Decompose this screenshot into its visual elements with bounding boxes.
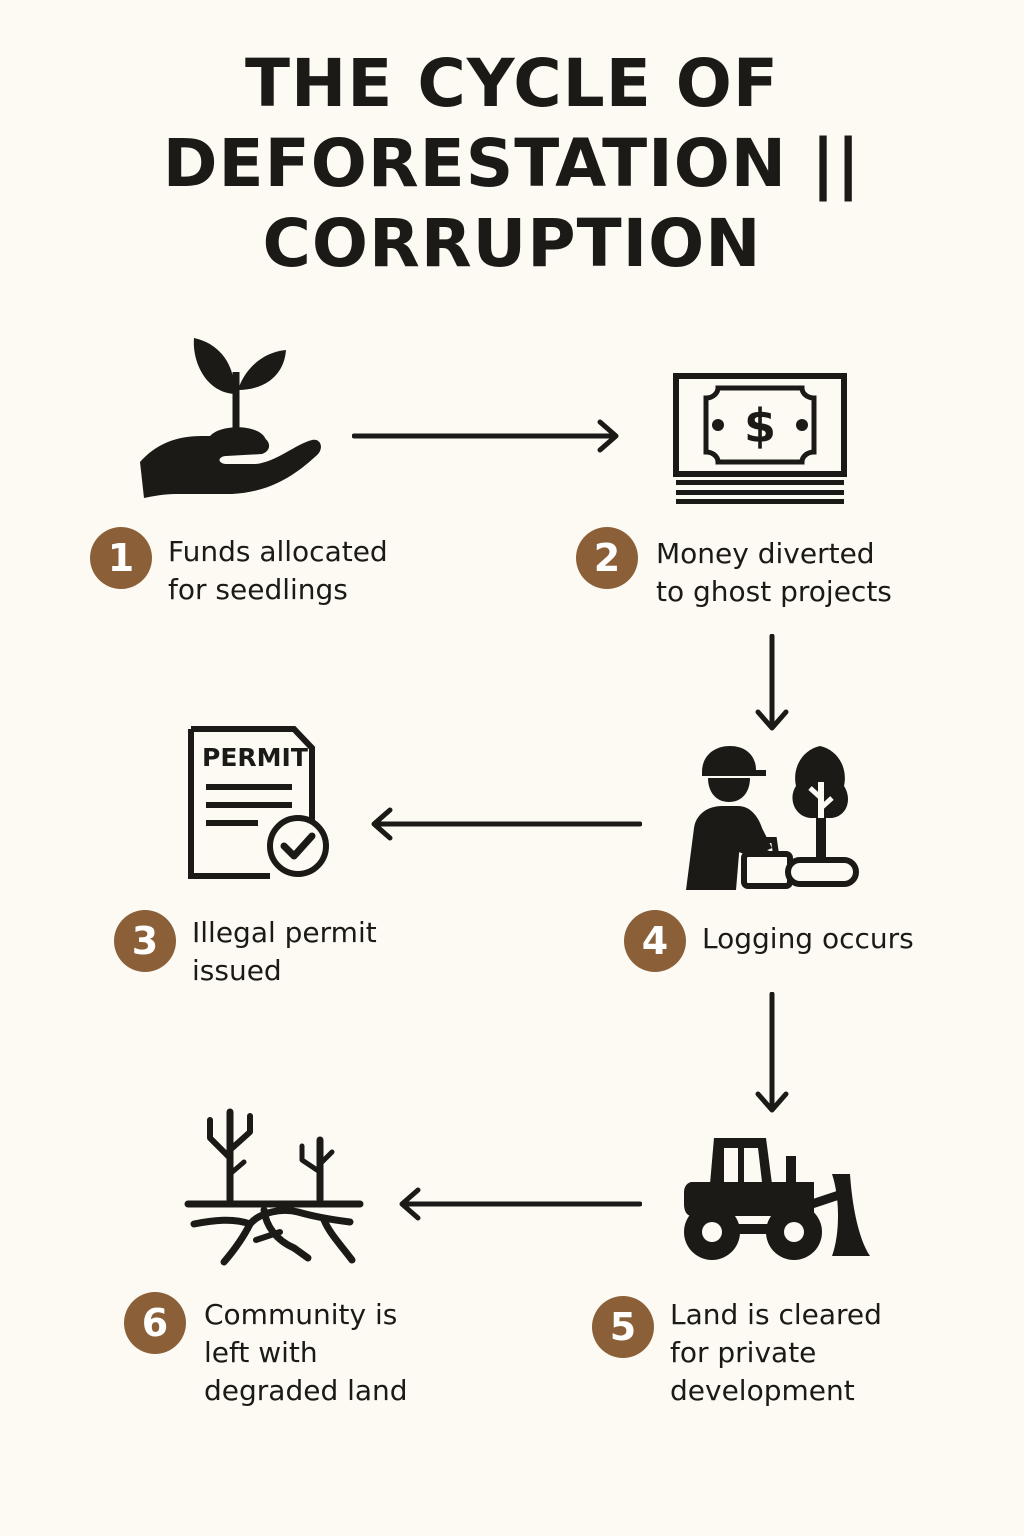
step-3-badge: 3 [114, 910, 176, 972]
title-line-1: THE CYCLE OF [245, 45, 779, 122]
step-2-label: Money diverted to ghost projects [656, 537, 892, 608]
page-title: THE CYCLE OF DEFORESTATION || CORRUPTION [0, 44, 1024, 284]
arrow-5-to-6 [396, 1186, 642, 1222]
degraded-land-icon [184, 1108, 364, 1268]
title-line-2: DEFORESTATION || [162, 125, 862, 202]
step-3-label: Illegal permit issued [192, 916, 377, 987]
step-6-badge: 6 [124, 1292, 186, 1354]
step-1-label: Funds allocated for seedlings [168, 535, 388, 606]
step-1-badge: 1 [90, 527, 152, 589]
arrow-2-to-4 [754, 634, 790, 734]
permit-label: PERMIT [202, 743, 308, 772]
arrow-4-to-5 [754, 992, 790, 1116]
arrow-1-to-2 [352, 418, 622, 454]
step-2-badge: 2 [576, 527, 638, 589]
arrow-4-to-3 [368, 806, 642, 842]
step-4-label: Logging occurs [702, 922, 914, 955]
step-6-label: Community is left with degraded land [204, 1298, 408, 1407]
step-5-label: Land is cleared for private development [670, 1298, 882, 1407]
money-bill-icon: $ [672, 372, 848, 504]
svg-text:$: $ [744, 399, 776, 453]
bulldozer-icon [682, 1134, 872, 1262]
hand-seedling-icon [136, 332, 322, 500]
title-line-3: CORRUPTION [262, 205, 762, 282]
permit-document-icon: PERMIT [186, 724, 334, 882]
step-4-badge: 4 [624, 910, 686, 972]
step-5-badge: 5 [592, 1296, 654, 1358]
logger-chainsaw-icon [680, 742, 860, 892]
